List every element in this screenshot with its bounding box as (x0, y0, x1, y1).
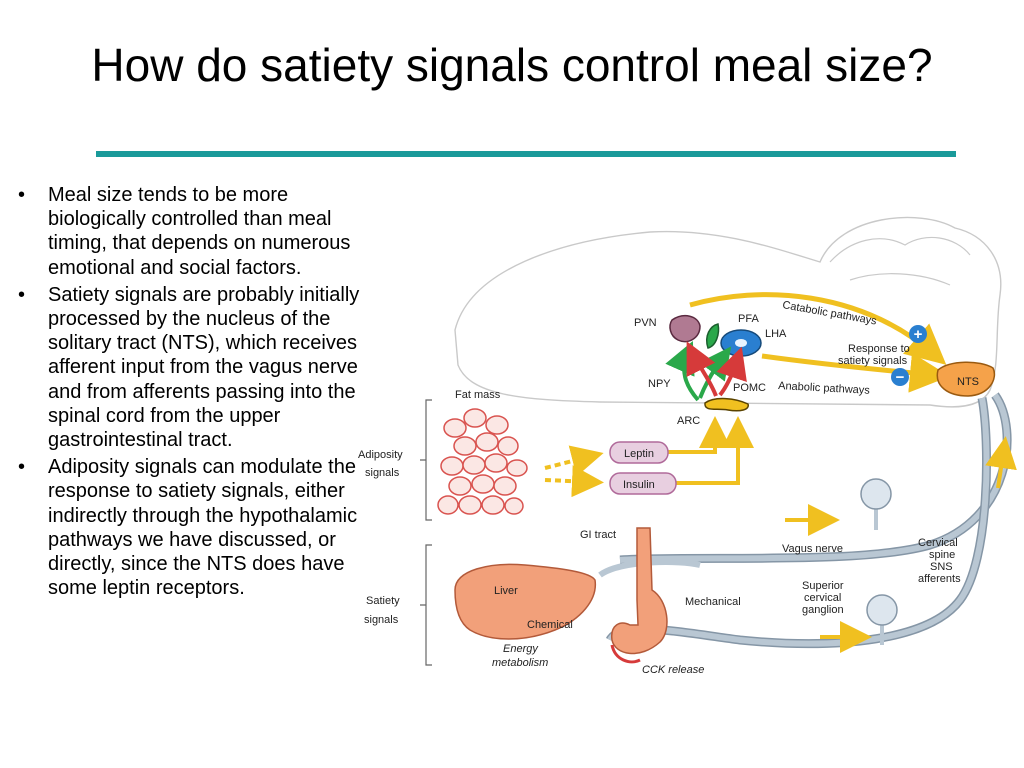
label-lha: LHA (765, 328, 787, 340)
bullet-item: • Satiety signals are probably initially … (12, 283, 364, 452)
bullet-text: Satiety signals are probably initially p… (48, 283, 360, 452)
label-mechanical: Mechanical (685, 596, 741, 608)
gi-tract (611, 527, 668, 655)
label-pvn: PVN (634, 317, 657, 329)
label-response-1: Response to (848, 343, 910, 355)
label-satiety-2: signals (364, 614, 399, 626)
nts-nucleus (936, 361, 996, 397)
fat-cell-cluster (437, 408, 528, 515)
label-energy-1: Energy (503, 643, 539, 655)
label-superior-3: ganglion (802, 604, 844, 616)
label-satiety-1: Satiety (366, 595, 400, 607)
bullet-text: Adiposity signals can modulate the respo… (48, 456, 358, 600)
label-chemical: Chemical (527, 619, 573, 631)
arc-nucleus (704, 397, 749, 412)
label-energy-2: metabolism (492, 657, 548, 669)
label-cervical-2: spine (929, 549, 955, 561)
label-arc: ARC (677, 415, 700, 427)
lha-core (735, 339, 747, 347)
label-anabolic: Anabolic pathways (778, 380, 871, 397)
bullet-item: • Adiposity signals can modulate the resp… (12, 455, 364, 600)
satiety-diagram: + − PVN PFA LHA NPY POMC ARC Catabolic (358, 216, 1017, 676)
leptin-up-arrow (668, 416, 731, 454)
label-cck: CCK release (642, 664, 704, 676)
bullet-marker: • (18, 184, 26, 206)
minus-circle (891, 368, 909, 386)
anabolic-arrow (761, 352, 950, 393)
label-adiposity-2: signals (365, 467, 400, 479)
brain-outline (454, 216, 1002, 408)
adiposity-arrow-2 (544, 465, 604, 498)
label-cervical-3: SNS (930, 561, 953, 573)
insulin-box (609, 472, 677, 495)
spinal-flow-arrow (985, 436, 1017, 489)
pomc-arrow (686, 341, 718, 397)
pomc-arrow-2 (716, 346, 747, 397)
dorsal-ganglion (860, 478, 892, 510)
bullet-marker: • (18, 456, 26, 479)
superior-ganglion (866, 594, 898, 626)
satiety-bracket (420, 544, 432, 666)
plus-sign: + (914, 326, 923, 343)
bullet-text: Meal size tends to be more biologically … (48, 184, 351, 279)
label-response-2: satiety signals (838, 355, 908, 367)
adiposity-bracket (420, 399, 432, 521)
pvn-nucleus (669, 314, 701, 343)
label-npy: NPY (648, 378, 671, 390)
label-pomc: POMC (733, 382, 766, 394)
label-adiposity-1: Adiposity (358, 449, 403, 461)
duodenum (610, 644, 641, 664)
adiposity-arrow-1 (544, 445, 604, 477)
label-nts: NTS (957, 376, 979, 388)
label-fat-mass: Fat mass (455, 389, 501, 401)
plus-circle (909, 325, 927, 343)
bullet-list: • Meal size tends to be more biologically… (12, 183, 364, 603)
catabolic-arrow (689, 292, 947, 365)
npy-arrow (665, 341, 700, 402)
label-superior-2: cervical (804, 592, 841, 604)
insulin-up-arrow (676, 416, 754, 485)
label-gi-tract: GI tract (580, 529, 616, 541)
bullet-marker: • (18, 283, 26, 306)
label-cervical-1: Cervical (918, 537, 958, 549)
label-vagus: Vagus nerve (782, 543, 843, 555)
label-leptin: Leptin (624, 448, 654, 460)
cerebellum-folds (829, 236, 971, 286)
label-superior-1: Superior (802, 580, 844, 592)
slide-title: How do satiety signals control meal size… (91, 39, 933, 91)
label-cervical-4: afferents (918, 573, 961, 585)
title-underline (96, 151, 956, 157)
minus-sign: − (896, 369, 905, 386)
pfa-nucleus (706, 323, 720, 349)
bullet-item: • Meal size tends to be more biologically… (12, 183, 364, 280)
label-insulin: Insulin (623, 479, 655, 491)
liver (454, 563, 596, 640)
label-liver: Liver (494, 585, 518, 597)
leptin-box (609, 441, 669, 464)
label-pfa: PFA (738, 313, 759, 325)
